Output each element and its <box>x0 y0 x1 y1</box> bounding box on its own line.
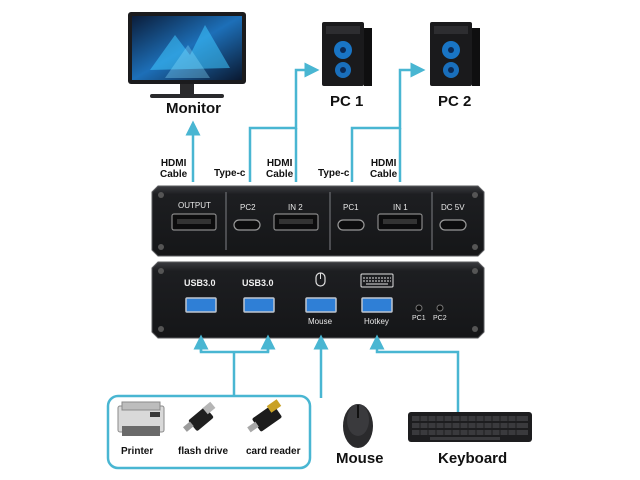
monitor-icon <box>128 12 246 98</box>
card-reader-icon <box>247 399 282 433</box>
pc2-led-label: PC2 <box>433 315 447 322</box>
kvm-back-panel <box>151 185 485 257</box>
in1-port-label: IN 1 <box>393 203 408 212</box>
monitor-label: Monitor <box>166 100 221 117</box>
mouse-device-icon <box>343 404 373 448</box>
pc1-typec-port-label: PC1 <box>343 203 359 212</box>
bottom-connection-lines <box>193 334 460 412</box>
flash-drive-icon <box>183 401 216 432</box>
hdmi-output-cable-label: HDMI Cable <box>160 158 188 180</box>
pc1-led-label: PC1 <box>412 315 426 322</box>
hdmi-in2-cable-label: HDMI Cable <box>266 158 294 180</box>
flash-drive-label: flash drive <box>178 446 229 457</box>
hotkey-port-label: Hotkey <box>364 317 389 326</box>
usb-devices-group-box <box>106 394 312 470</box>
dc-power-port-label: DC 5V <box>441 203 465 212</box>
mouse-label: Mouse <box>336 450 384 467</box>
printer-label: Printer <box>121 446 154 457</box>
in2-port-label: IN 2 <box>288 203 303 212</box>
pc2-typec-port-label: PC2 <box>240 203 256 212</box>
type-c-pc1-cable-label: Type-c <box>318 168 350 179</box>
keyboard-glyph-icon <box>360 273 394 288</box>
keyboard-device-icon <box>408 412 532 442</box>
top-connection-lines <box>185 62 426 182</box>
pc2-label: PC 2 <box>438 93 472 110</box>
mouse-port-label: Mouse <box>308 317 333 326</box>
usb1-port-label: USB3.0 <box>184 278 216 288</box>
card-reader-label: card reader <box>246 446 301 457</box>
kvm-front-panel <box>151 261 485 339</box>
pc2-tower-icon <box>430 22 480 86</box>
printer-icon <box>117 401 165 436</box>
pc1-label: PC 1 <box>330 93 364 110</box>
output-port-label: OUTPUT <box>178 201 211 210</box>
hdmi-in1-cable-label: HDMI Cable <box>370 158 398 180</box>
pc1-tower-icon <box>322 22 372 86</box>
keyboard-label: Keyboard <box>438 450 508 467</box>
usb2-port-label: USB3.0 <box>242 278 274 288</box>
type-c-pc2-cable-label: Type-c <box>214 168 246 179</box>
